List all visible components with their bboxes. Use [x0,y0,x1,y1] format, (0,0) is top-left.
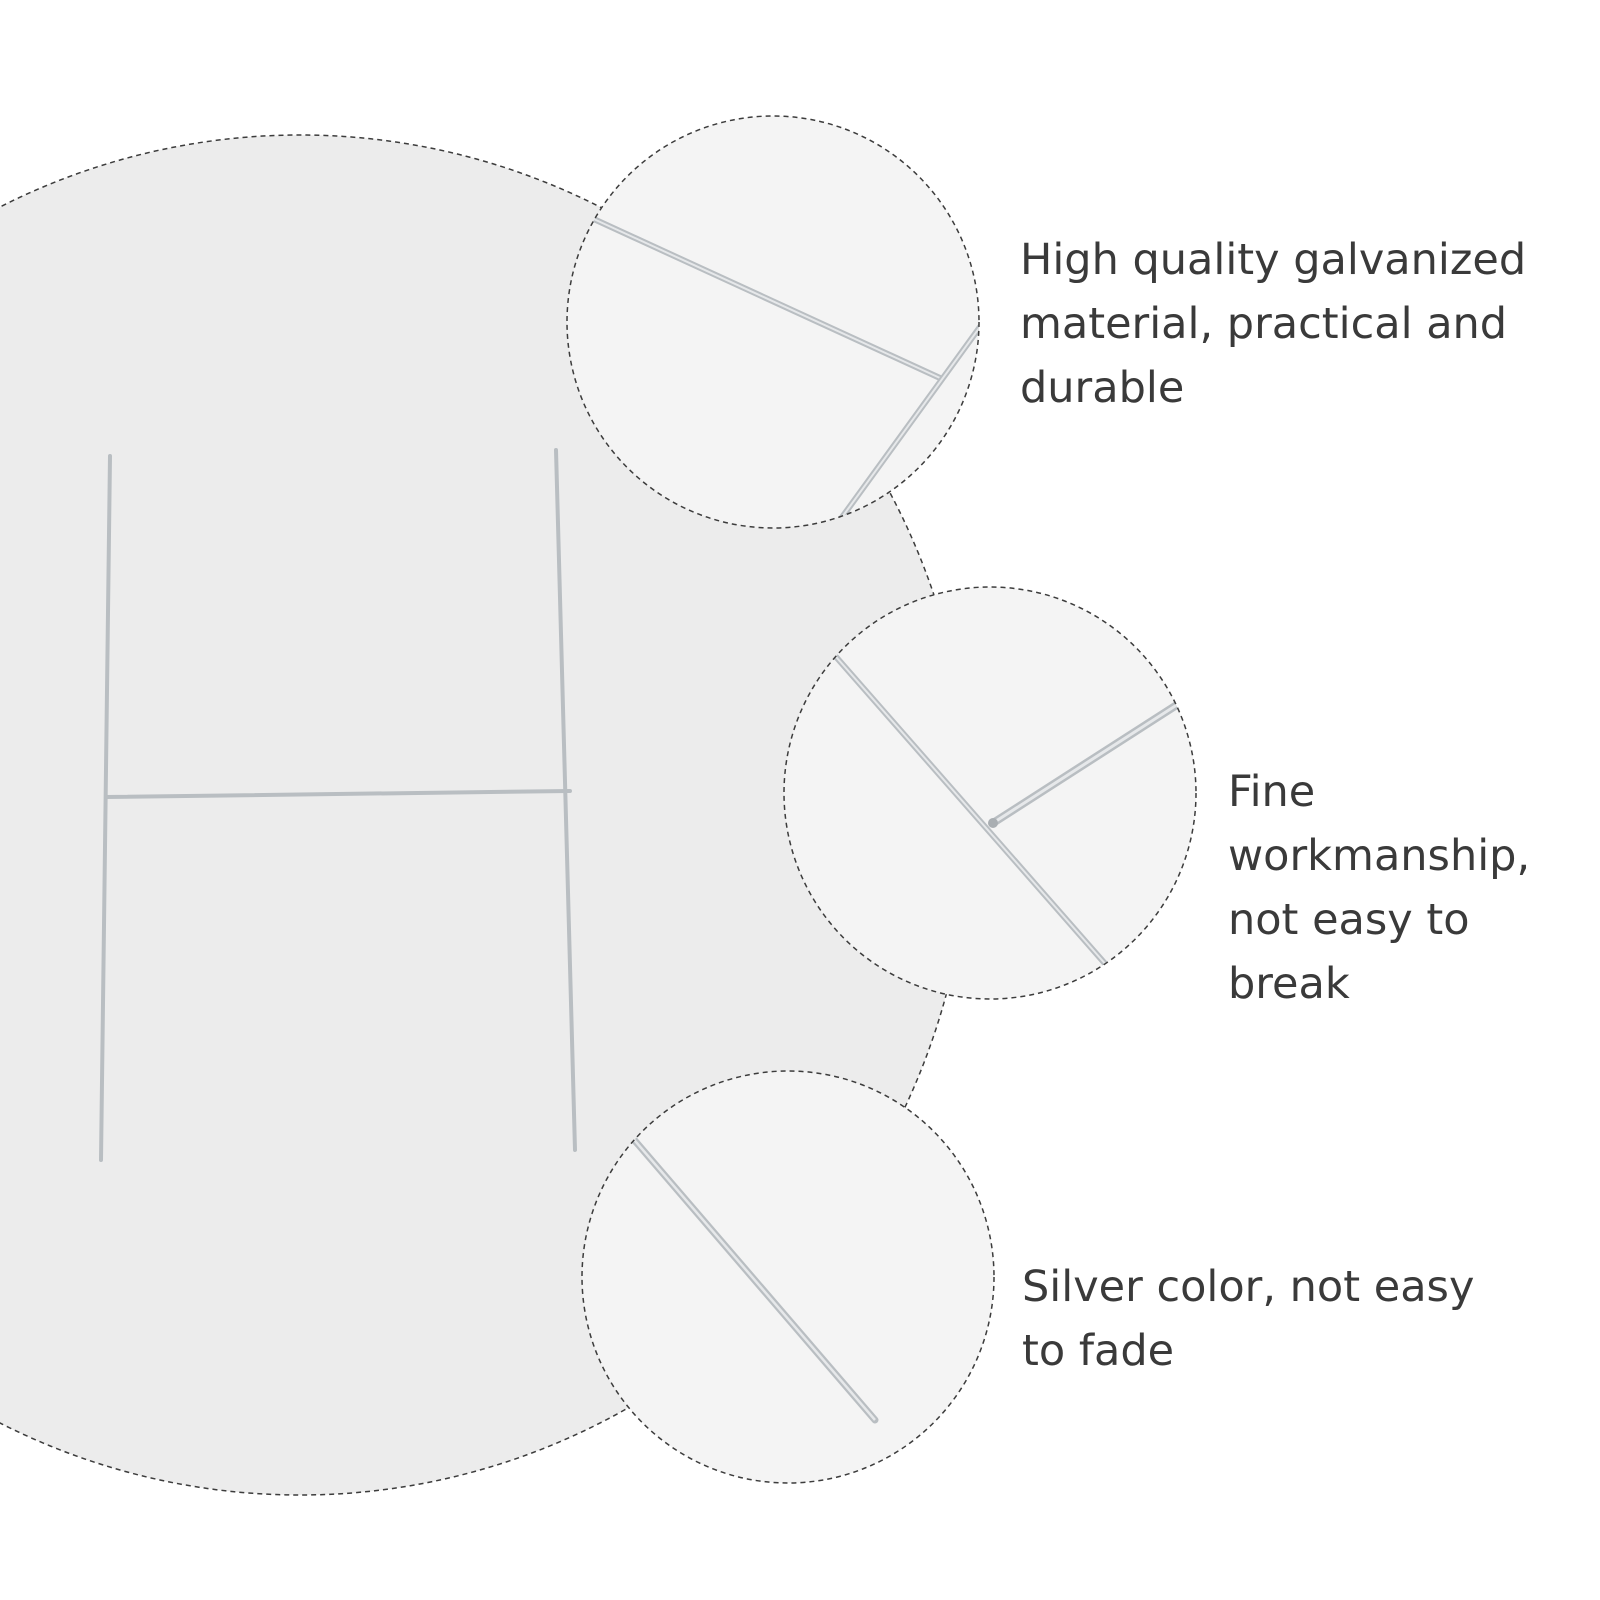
wire-tip-detail [626,1131,879,1424]
detail-circle-2 [783,586,1197,1000]
feature-text-silver-color: Silver color, not easy to fade [1022,1262,1475,1376]
feature-text-galvanized: High quality galvanized material, practi… [1020,235,1527,413]
wire-joint-detail [827,647,1196,978]
detail-circle-3 [581,1070,995,1484]
h-wire-stake-image [99,448,577,1162]
detail-circle-1 [566,115,980,529]
feature-text-workmanship: Fine workmanship, not easy to break [1228,767,1531,1009]
wire-bar-top-detail [582,212,979,523]
